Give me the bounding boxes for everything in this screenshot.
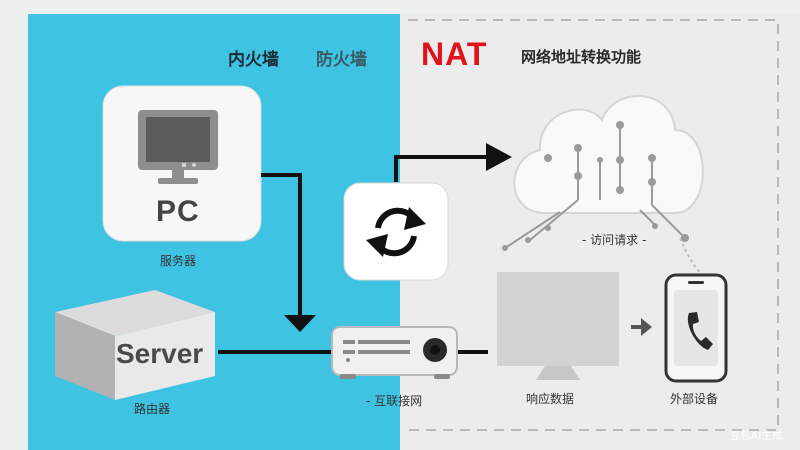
pc-label: PC	[156, 195, 200, 228]
refresh-cycle-icon[interactable]	[343, 182, 449, 281]
arrow-right-icon	[486, 143, 512, 171]
access-request-caption: - 访问请求 -	[578, 231, 651, 248]
external-device-caption: 外部设备	[670, 392, 719, 406]
nat-subtitle: 网络地址转换功能	[521, 48, 642, 66]
connector-lines	[218, 155, 488, 354]
inner-firewall-title: 内火墙	[228, 50, 279, 70]
pc-to-router-line	[261, 173, 302, 322]
nat-title: NAT	[421, 36, 488, 72]
response-data-caption: 响应数据	[526, 392, 575, 406]
watermark: 豆包AI生成	[730, 431, 783, 442]
pc-caption: 服务器	[160, 254, 197, 268]
server-caption: 路由器	[134, 402, 171, 416]
pc-card[interactable]	[102, 85, 262, 242]
internet-caption: - 互联接网	[366, 394, 423, 408]
server-label: Server	[116, 338, 204, 369]
display-panel-icon[interactable]	[497, 272, 619, 380]
phone-handset-icon	[687, 312, 713, 350]
monitor-icon	[138, 110, 218, 184]
mobile-phone-icon[interactable]	[664, 273, 728, 383]
firewall-title: 防火墙	[316, 50, 367, 70]
nat-to-cloud-line	[394, 155, 488, 182]
arrow-down-icon	[284, 315, 316, 332]
arrow-small-right-icon	[631, 318, 652, 336]
cloud-network-icon[interactable]	[502, 95, 704, 273]
router-device-icon[interactable]	[331, 326, 458, 379]
server-box-icon[interactable]	[55, 290, 215, 400]
